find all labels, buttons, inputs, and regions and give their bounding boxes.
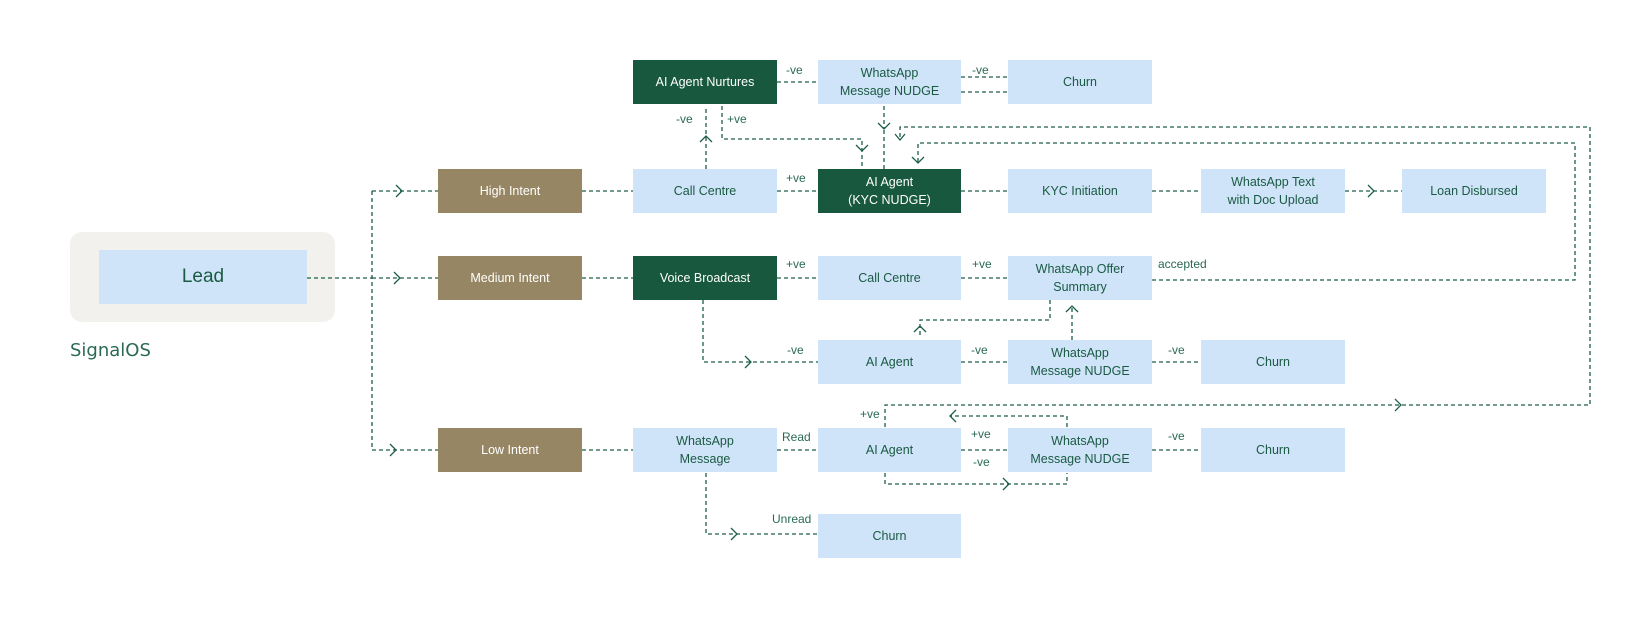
node-churn-top: Churn <box>1008 60 1152 104</box>
arrow-low-loop <box>1394 398 1402 412</box>
node-churn-unread: Churn <box>818 514 961 558</box>
edge-label: +ve <box>786 257 806 271</box>
edge-label: +ve <box>860 407 880 421</box>
arrow-to-kyc-1 <box>855 144 869 152</box>
node-wa-nudge-medium: WhatsApp Message NUDGE <box>1008 340 1152 384</box>
edge-agent-up <box>884 404 1395 427</box>
node-voice-broadcast: Voice Broadcast <box>633 256 777 300</box>
edge-label: +ve <box>972 257 992 271</box>
edge-label: +ve <box>727 112 747 126</box>
edge-label: Unread <box>772 512 812 526</box>
edge-offer-agent <box>919 300 1051 338</box>
edge-label: -ve <box>676 112 693 126</box>
node-ai-agent-nurtures: AI Agent Nurtures <box>633 60 777 104</box>
edge-nudge-back <box>950 415 1068 427</box>
edge-label: -ve <box>1168 429 1185 443</box>
arrow-to-offer <box>1065 305 1079 313</box>
arrow-to-high <box>395 184 403 198</box>
arrow-to-low <box>389 443 397 457</box>
edge-label: -ve <box>1168 343 1185 357</box>
arrow-nudge-back <box>949 409 957 423</box>
node-call-centre-medium: Call Centre <box>818 256 961 300</box>
node-wa-message-low: WhatsApp Message <box>633 428 777 472</box>
edge-agent-down <box>884 473 1068 485</box>
node-ai-agent-low: AI Agent <box>818 428 961 472</box>
arrow-nudge-down <box>877 122 891 130</box>
arrow-to-loan <box>1367 184 1375 198</box>
arrow-unread <box>730 527 738 541</box>
node-wa-nudge-low: WhatsApp Message NUDGE <box>1008 428 1152 472</box>
edge-message-unread <box>705 473 818 535</box>
node-churn-low: Churn <box>1201 428 1345 472</box>
arrow-agent-down <box>1002 477 1010 491</box>
arrow-kyc-loop-2 <box>911 156 925 164</box>
edge-label: -ve <box>787 343 804 357</box>
node-lead: Lead <box>99 250 307 304</box>
node-wa-nudge-top: WhatsApp Message NUDGE <box>818 60 961 104</box>
arrow-to-medium <box>393 271 401 285</box>
edge-label: -ve <box>973 455 990 469</box>
edge-offer-accepted <box>917 142 1576 281</box>
arrowheads <box>389 122 1402 541</box>
arrow-kyc-loop <box>894 133 906 142</box>
node-loan-disbursed: Loan Disbursed <box>1402 169 1546 213</box>
edge-label: Read <box>782 430 811 444</box>
edge-label: accepted <box>1158 257 1207 271</box>
node-kyc-initiation: KYC Initiation <box>1008 169 1152 213</box>
node-churn-medium: Churn <box>1201 340 1345 384</box>
edge-label: +ve <box>971 427 991 441</box>
node-wa-text-doc: WhatsApp Text with Doc Upload <box>1201 169 1345 213</box>
edge-label: -ve <box>786 63 803 77</box>
edge-nurtures-kyc <box>721 106 863 169</box>
arrow-to-nurtures <box>699 135 713 143</box>
edge-low-loop <box>899 126 1591 406</box>
node-wa-offer-summary: WhatsApp Offer Summary <box>1008 256 1152 300</box>
node-ai-agent-kyc: AI Agent (KYC NUDGE) <box>818 169 961 213</box>
brand-label: SignalOS <box>70 340 151 361</box>
node-medium-intent: Medium Intent <box>438 256 582 300</box>
node-ai-agent-medium: AI Agent <box>818 340 961 384</box>
node-high-intent: High Intent <box>438 169 582 213</box>
edge-label: -ve <box>972 63 989 77</box>
edge-label: -ve <box>971 343 988 357</box>
arrow-to-agent-up <box>913 325 927 333</box>
node-call-centre-high: Call Centre <box>633 169 777 213</box>
node-low-intent: Low Intent <box>438 428 582 472</box>
arrow-to-agent-medium <box>744 355 752 369</box>
edge-label: +ve <box>786 171 806 185</box>
